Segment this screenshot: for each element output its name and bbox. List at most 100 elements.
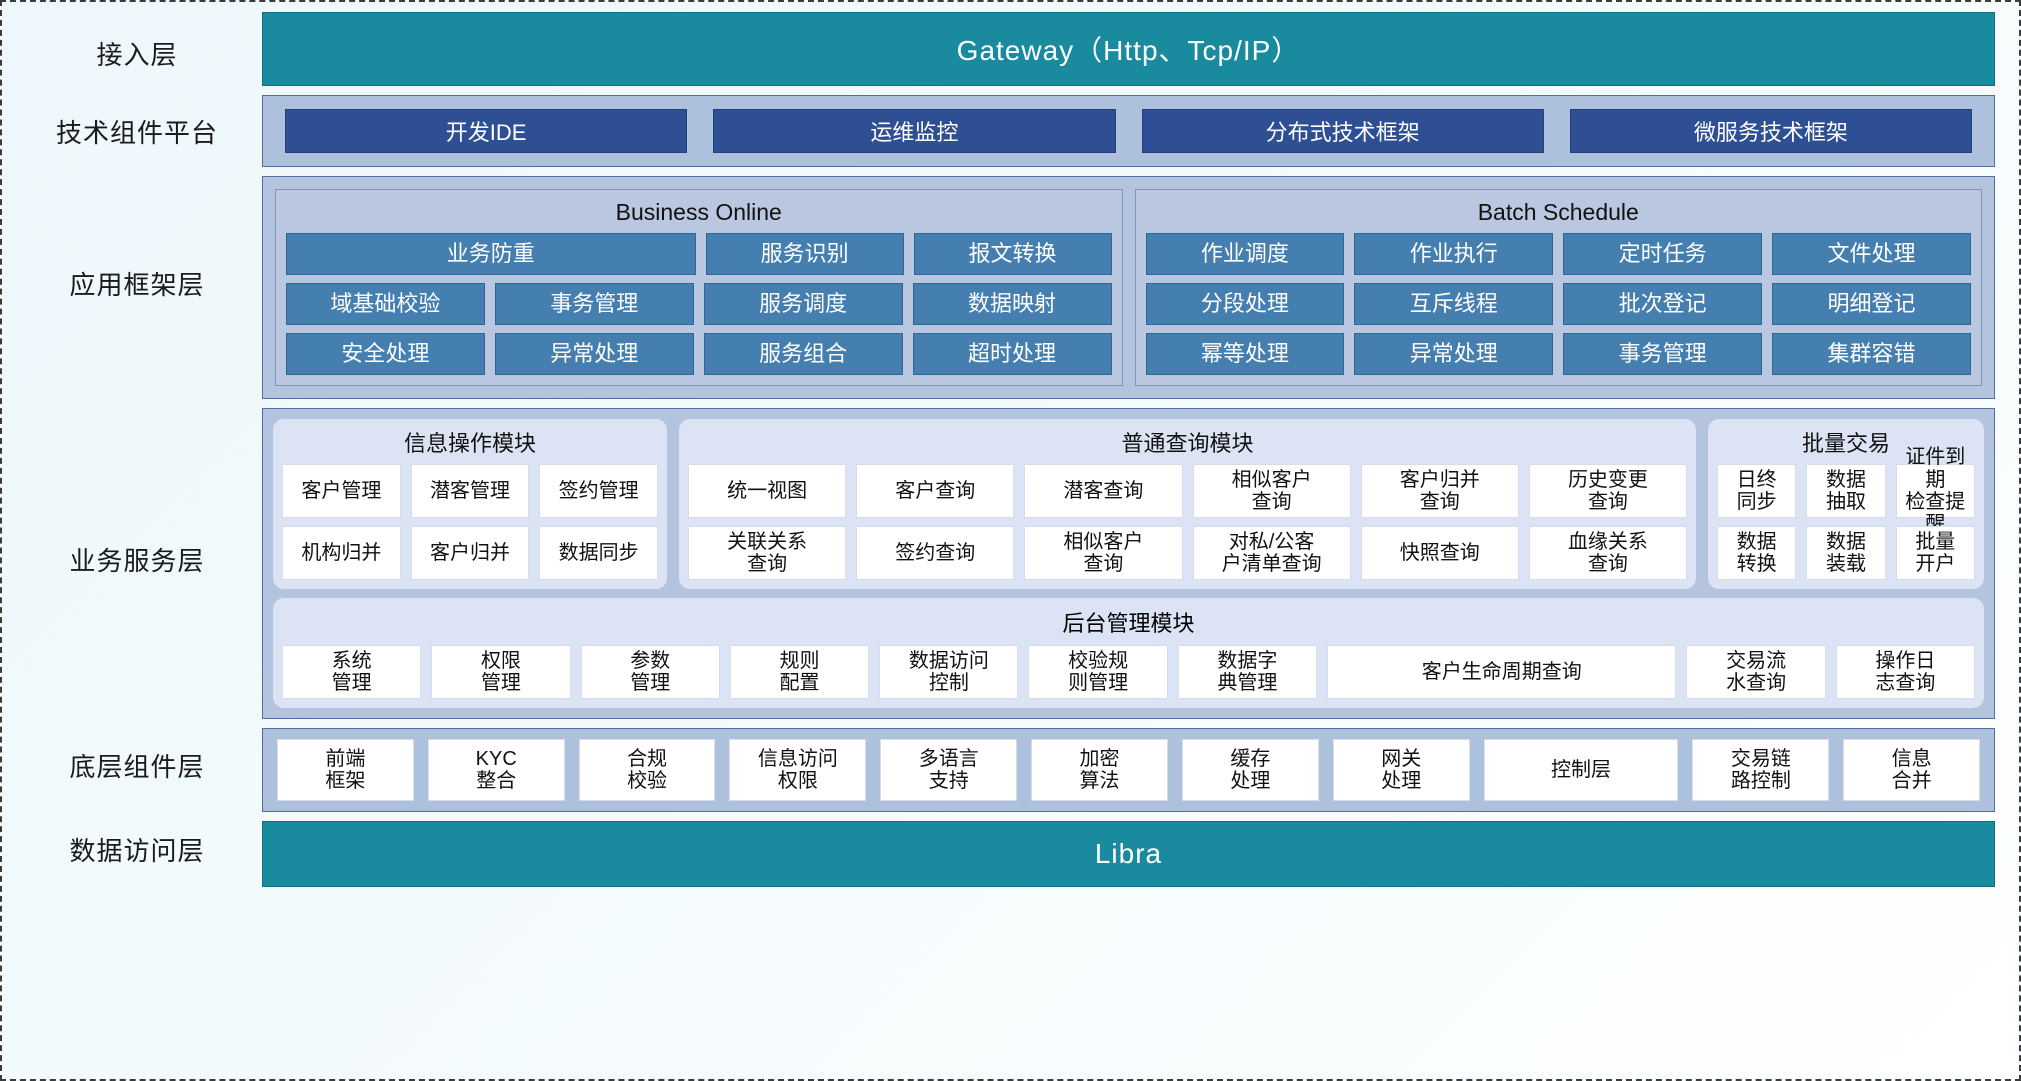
libra-bar: Libra [262,821,1995,887]
business-cell[interactable]: 签约管理 [539,464,659,518]
business-cell[interactable]: 血缘关系查询 [1528,526,1688,580]
app-cell[interactable]: 域基础校验 [286,283,485,325]
app-cell[interactable]: 事务管理 [494,283,694,325]
tech-chip-2[interactable]: 分布式技术框架 [1141,109,1544,153]
app-cell[interactable]: 超时处理 [912,333,1112,375]
business-row: 客户管理潜客管理签约管理 [282,464,659,518]
base-cell[interactable]: 交易链路控制 [1692,739,1830,801]
business-cell[interactable]: 数据转换 [1717,526,1797,580]
business-cell[interactable]: 客户归并 [410,526,530,580]
admin-cell[interactable]: 客户生命周期查询 [1327,645,1677,699]
business-cell[interactable]: 对私/公客户清单查询 [1192,526,1351,580]
app-group-rows-1: 作业调度作业执行定时任务文件处理分段处理互斥线程批次登记明细登记幂等处理异常处理… [1145,233,1971,375]
business-module-rows-2: 日终同步数据抽取证件到期检查提醒数据转换数据装载批量开户 [1717,446,1975,580]
admin-module-items: 系统管理权限管理参数管理规则配置数据访问控制校验规则管理数据字典管理客户生命周期… [282,645,1976,699]
business-cell[interactable]: 快照查询 [1360,526,1519,580]
app-cell[interactable]: 明细登记 [1772,283,1971,325]
business-service-panel: 信息操作模块客户管理潜客管理签约管理机构归并客户归并数据同步普通查询模块统一视图… [262,408,1995,719]
business-cell[interactable]: 数据装载 [1806,526,1886,580]
layer-label-app-framework: 应用框架层 [69,270,205,301]
business-cell[interactable]: 客户查询 [856,464,1015,518]
app-cell[interactable]: 业务防重 [286,233,696,275]
base-cell[interactable]: 加密算法 [1031,739,1168,801]
business-cell[interactable]: 潜客管理 [410,464,530,518]
app-cell[interactable]: 文件处理 [1772,233,1971,275]
gateway-bar: Gateway（Http、Tcp/IP） [262,12,1995,86]
business-cell[interactable]: 历史变更查询 [1528,464,1688,518]
tech-platform-panel: 开发IDE 运维监控分布式技术框架微服务技术框架 [262,95,1995,167]
layer-row-data-access: 数据访问层 Libra [12,812,1995,887]
admin-cell[interactable]: 系统管理 [282,645,422,699]
admin-cell[interactable]: 操作日志查询 [1835,645,1976,699]
business-cell[interactable]: 相似客户查询 [1192,464,1351,518]
app-cell[interactable]: 作业执行 [1354,233,1554,275]
app-cell[interactable]: 作业调度 [1145,233,1345,275]
admin-cell[interactable]: 数据访问控制 [879,645,1019,699]
layer-label-data-access: 数据访问层 [69,837,205,867]
app-cell[interactable]: 异常处理 [494,333,694,375]
base-cell[interactable]: 合规校验 [578,739,716,801]
business-cell[interactable]: 证件到期检查提醒 [1895,446,1975,535]
tech-chip-0[interactable]: 开发IDE [285,109,688,153]
app-row: 业务防重服务识别报文转换 [286,233,1112,275]
business-cell[interactable]: 关联关系查询 [688,526,847,580]
business-cell[interactable]: 机构归并 [282,526,401,580]
app-cell[interactable]: 数据映射 [912,283,1112,325]
admin-cell[interactable]: 数据字典管理 [1177,645,1318,699]
app-cell[interactable]: 定时任务 [1563,233,1763,275]
tech-chip-1[interactable]: 运维监控 [713,109,1116,153]
business-cell[interactable]: 潜客查询 [1024,464,1183,518]
admin-module-card: 后台管理模块 系统管理权限管理参数管理规则配置数据访问控制校验规则管理数据字典管… [273,598,1984,708]
app-cell[interactable]: 异常处理 [1354,333,1554,375]
base-cell[interactable]: 前端框架 [277,739,414,801]
tech-chip-3[interactable]: 微服务技术框架 [1569,109,1972,153]
business-cell[interactable]: 数据抽取 [1806,464,1886,518]
admin-cell[interactable]: 权限管理 [431,645,571,699]
app-cell[interactable]: 服务识别 [705,233,904,275]
business-cell[interactable]: 数据同步 [539,526,659,580]
base-cell[interactable]: 信息访问权限 [729,739,867,801]
business-cell[interactable]: 客户归并查询 [1360,464,1519,518]
admin-cell[interactable]: 校验规则管理 [1028,645,1168,699]
business-cell[interactable]: 批量开户 [1895,526,1975,580]
app-cell[interactable]: 互斥线程 [1354,283,1554,325]
business-module-0: 信息操作模块客户管理潜客管理签约管理机构归并客户归并数据同步 [273,419,667,589]
base-cell[interactable]: 缓存处理 [1181,739,1319,801]
app-cell[interactable]: 服务调度 [703,283,903,325]
business-module-rows-1: 统一视图客户查询潜客查询相似客户查询客户归并查询历史变更查询关联关系查询签约查询… [688,464,1688,580]
business-modules-row: 信息操作模块客户管理潜客管理签约管理机构归并客户归并数据同步普通查询模块统一视图… [273,419,1984,589]
admin-cell[interactable]: 参数管理 [580,645,720,699]
app-cell[interactable]: 报文转换 [913,233,1112,275]
base-cell[interactable]: 信息合并 [1843,739,1981,801]
app-cell[interactable]: 事务管理 [1563,333,1763,375]
business-cell[interactable]: 签约查询 [856,526,1015,580]
business-cell[interactable]: 相似客户查询 [1024,526,1183,580]
admin-cell[interactable]: 规则配置 [729,645,870,699]
app-cell[interactable]: 服务组合 [703,333,903,375]
business-module-2: 批量交易日终同步数据抽取证件到期检查提醒数据转换数据装载批量开户 [1708,419,1984,589]
business-row: 机构归并客户归并数据同步 [282,526,659,580]
business-cell[interactable]: 客户管理 [282,464,401,518]
admin-module-title: 后台管理模块 [1062,611,1195,636]
base-cell[interactable]: 网关处理 [1332,739,1470,801]
app-row: 域基础校验事务管理服务调度数据映射 [286,283,1112,325]
business-cell[interactable]: 日终同步 [1717,464,1797,518]
base-cell[interactable]: 控制层 [1483,739,1679,801]
app-group-title-1: Batch Schedule [1477,199,1639,225]
app-cell[interactable]: 分段处理 [1145,283,1345,325]
app-cell[interactable]: 幂等处理 [1145,333,1345,375]
app-cell[interactable]: 集群容错 [1772,333,1971,375]
base-cell[interactable]: 多语言支持 [880,739,1018,801]
app-row: 作业调度作业执行定时任务文件处理 [1145,233,1971,275]
app-cell[interactable]: 安全处理 [286,333,485,375]
app-cell[interactable]: 批次登记 [1563,283,1763,325]
business-cell[interactable]: 统一视图 [688,464,847,518]
admin-cell[interactable]: 交易流水查询 [1686,645,1826,699]
